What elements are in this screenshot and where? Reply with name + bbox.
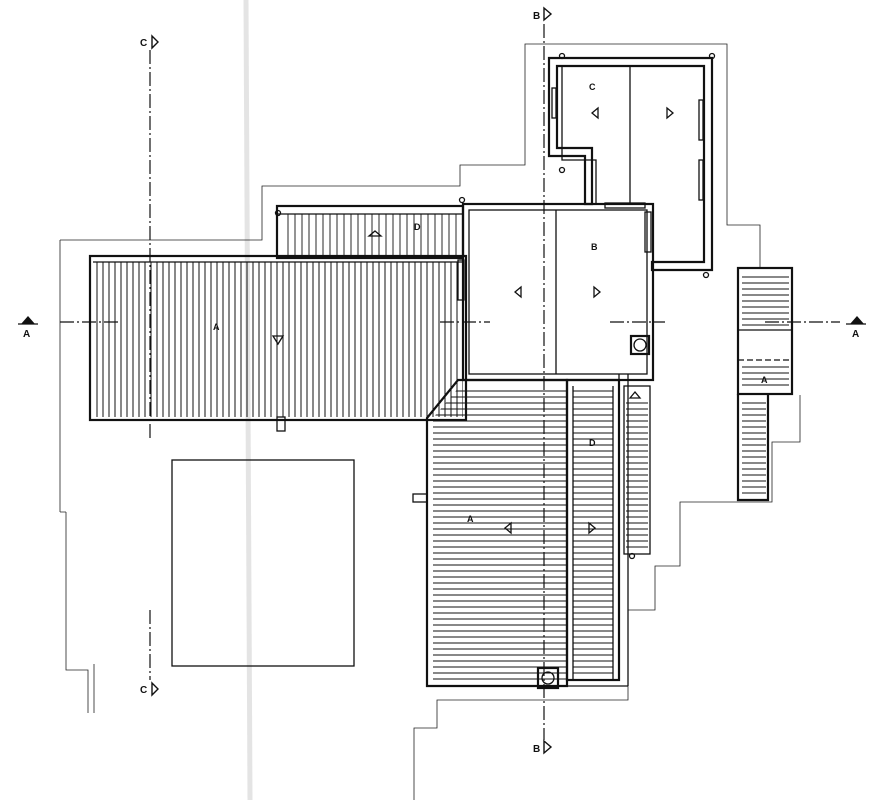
label-living-room: B	[591, 242, 598, 252]
section-marker-a-east: A	[846, 316, 866, 340]
section-label-b-south: B	[533, 744, 540, 755]
section-axes	[60, 24, 840, 740]
door-markers	[271, 106, 675, 535]
bedroom	[547, 52, 716, 279]
section-label-b-north: B	[533, 11, 540, 22]
label-porch-north: D	[414, 222, 421, 232]
east-landing	[736, 266, 794, 502]
section-label-a-east: A	[852, 329, 859, 340]
section-marker-a-west: A	[18, 316, 38, 340]
section-label-c-north: C	[140, 38, 147, 49]
label-deck-south: A	[467, 514, 474, 524]
yard-outline	[171, 459, 355, 667]
section-marker-c-south: C	[140, 681, 159, 697]
living-room	[457, 202, 655, 382]
site-outline	[59, 43, 801, 800]
section-label-a-west: A	[23, 329, 30, 340]
label-walkway: D	[589, 438, 596, 448]
walkway	[427, 374, 629, 687]
section-marker-b-north: B	[533, 6, 553, 22]
deck-west	[88, 254, 468, 432]
label-deck-west: A	[213, 322, 220, 332]
side-stair	[623, 385, 651, 560]
section-label-c-south: C	[140, 685, 147, 696]
label-bedroom: C	[589, 82, 596, 92]
porch-north	[274, 196, 466, 260]
label-east-landing: A	[761, 375, 768, 385]
section-marker-c-north: C	[140, 34, 159, 50]
section-marker-b-south: B	[533, 739, 553, 755]
